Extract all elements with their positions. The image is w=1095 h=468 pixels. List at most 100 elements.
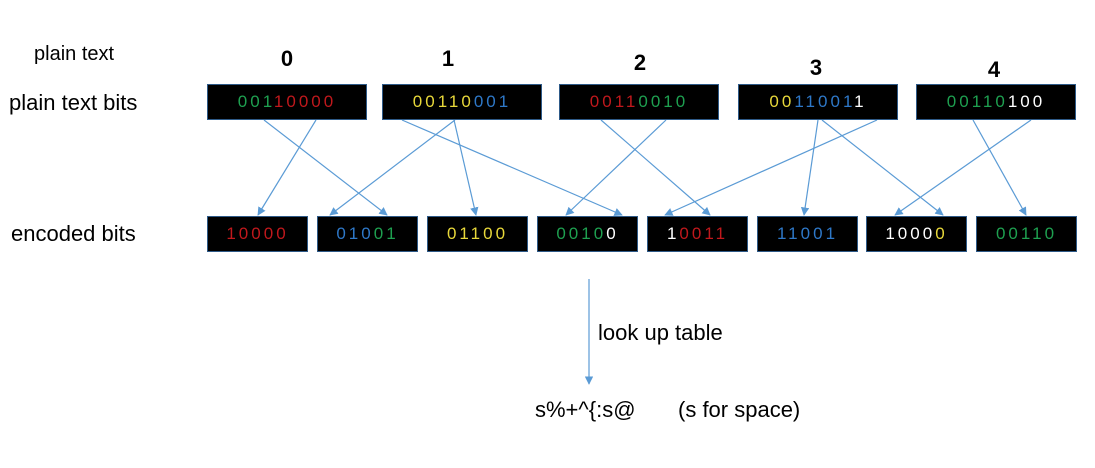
- encoded-bit: 0: [593, 224, 607, 243]
- encoded-bit: 0: [800, 224, 814, 243]
- wire-0a: [257, 119, 317, 216]
- encoded-bit: 0: [251, 224, 264, 243]
- plain-bit: 1: [273, 92, 287, 111]
- wire-1a: [453, 119, 479, 216]
- encoded-bit: 0: [813, 224, 826, 243]
- plain-bits-box-4: 00110100: [916, 84, 1076, 120]
- encoded-bit: 0: [679, 224, 692, 243]
- plain-char-1: 1: [441, 46, 455, 71]
- encoded-bits-value: 01100: [447, 224, 508, 244]
- encoded-bit: 1: [459, 224, 471, 243]
- wire-2b: [600, 119, 711, 216]
- wire-4a: [972, 119, 1027, 216]
- plain-bit: 1: [262, 92, 274, 111]
- encoded-bits-value: 10011: [667, 224, 728, 244]
- plain-bit: 1: [842, 92, 855, 111]
- encoded-bit: 1: [226, 224, 239, 243]
- wire-2a: [565, 119, 667, 216]
- encoded-bits-value: 00110: [996, 224, 1057, 244]
- plain-bit: 1: [805, 92, 818, 111]
- plain-bit: 0: [589, 92, 603, 111]
- plain-bit: 0: [818, 92, 831, 111]
- encoded-bit: 1: [666, 224, 680, 243]
- wire-0b: [263, 119, 388, 216]
- encoded-bits-value: 00100: [556, 224, 618, 244]
- plain-bit: 0: [311, 92, 324, 111]
- plain-bits-value: 00110010: [590, 92, 688, 112]
- encoded-bit: 0: [897, 224, 911, 243]
- plain-bit: 1: [614, 92, 626, 111]
- wire-3c: [821, 119, 944, 216]
- plain-bit: 0: [781, 92, 795, 111]
- plain-bit: 1: [625, 92, 639, 111]
- plain-bits-box-3: 00110011: [738, 84, 898, 120]
- plain-bit: 0: [946, 92, 960, 111]
- plain-bit: 0: [650, 92, 664, 111]
- plain-bit: 0: [461, 92, 474, 111]
- encoded-bits-label: encoded bits: [11, 221, 136, 246]
- encoded-bits-value: 10000: [885, 224, 947, 244]
- plain-bit: 0: [995, 92, 1008, 111]
- encoded-bit: 1: [825, 224, 839, 243]
- plain-bit: 0: [1032, 92, 1046, 111]
- plain-bit: 0: [298, 92, 312, 111]
- plain-bits-box-1: 00110001: [382, 84, 542, 120]
- plain-bit: 0: [675, 92, 689, 111]
- plain-bits-box-0: 00110000: [207, 84, 367, 120]
- encoded-bit: 0: [910, 224, 923, 243]
- plain-bit: 1: [794, 92, 806, 111]
- wire-3b: [664, 119, 878, 216]
- plain-bit: 1: [663, 92, 676, 111]
- encoded-bit: 1: [1032, 224, 1045, 243]
- plain-char-0: 0: [280, 46, 294, 71]
- encoded-bit: 0: [495, 224, 509, 243]
- encoded-bit: 0: [336, 224, 349, 243]
- encoded-bits-box-5: 11001: [757, 216, 858, 252]
- encoded-bit: 0: [922, 224, 936, 243]
- encoded-bit: 1: [348, 224, 362, 243]
- plain-bit: 0: [250, 92, 263, 111]
- plain-bit: 0: [830, 92, 843, 111]
- plain-bit: 0: [959, 92, 972, 111]
- wire-1b: [329, 119, 456, 216]
- plain-bit: 1: [971, 92, 983, 111]
- encoded-bit: 1: [715, 224, 729, 243]
- encoded-bit: 0: [935, 224, 948, 243]
- plain-bit: 0: [237, 92, 251, 111]
- plain-text-bits-label: plain text bits: [9, 90, 138, 115]
- wire-1c: [401, 119, 623, 216]
- encoded-bits-box-6: 10000: [866, 216, 967, 252]
- plain-bits-value: 00110011: [769, 92, 866, 112]
- plain-bit: 0: [602, 92, 615, 111]
- plain-bit: 1: [982, 92, 996, 111]
- encoded-bits-box-7: 00110: [976, 216, 1077, 252]
- encoded-bit: 1: [470, 224, 484, 243]
- plain-bit: 1: [854, 92, 867, 111]
- encoded-bit: 1: [704, 224, 716, 243]
- plain-char-4: 4: [987, 57, 1001, 82]
- encoded-bits-box-1: 01001: [317, 216, 418, 252]
- plain-bits-box-2: 00110010: [559, 84, 719, 120]
- plain-bit: 0: [638, 92, 651, 111]
- encoded-bits-box-4: 10011: [647, 216, 748, 252]
- encoded-bit: 0: [1008, 224, 1021, 243]
- plain-bit: 0: [286, 92, 299, 111]
- encoded-bit: 0: [483, 224, 496, 243]
- encoded-bit: 0: [373, 224, 387, 243]
- result-text: s%+^{:s@: [535, 397, 636, 422]
- plain-bits-value: 00110001: [413, 92, 511, 112]
- encoded-bit: 0: [568, 224, 582, 243]
- encoded-bit: 1: [1020, 224, 1033, 243]
- wire-3a: [800, 119, 819, 216]
- lookup-table-label: look up table: [598, 320, 723, 345]
- encoded-bit: 0: [361, 224, 374, 243]
- plain-bit: 0: [323, 92, 337, 111]
- plain-bit: 1: [1007, 92, 1021, 111]
- result-note: (s for space): [678, 397, 801, 422]
- encoded-bit: 0: [995, 224, 1009, 243]
- encoded-bits-value: 01001: [336, 224, 398, 244]
- encoded-bit: 0: [556, 224, 569, 243]
- encoded-bit: 1: [788, 224, 801, 243]
- plain-bit: 0: [412, 92, 426, 111]
